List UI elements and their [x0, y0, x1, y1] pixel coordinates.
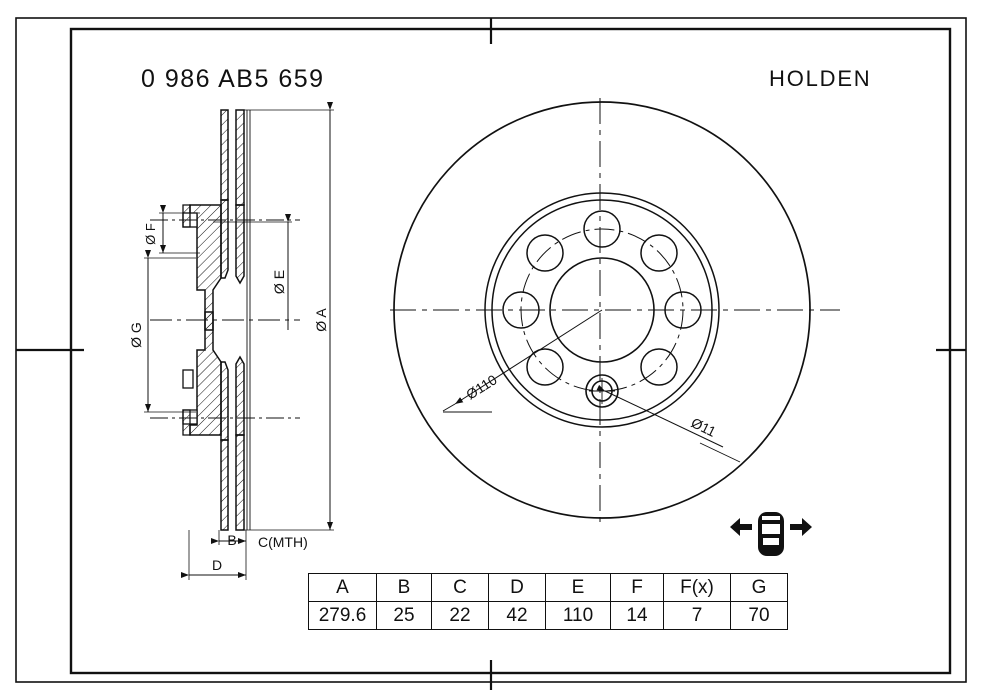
- dim-label-dia-g: Ø G: [128, 322, 144, 348]
- table-header-cell: G: [730, 573, 788, 602]
- leader-label-bolt-circle: Ø110: [463, 371, 500, 402]
- table-value-cell: 42: [488, 601, 546, 630]
- table-value-cell: 110: [545, 601, 611, 630]
- car-top-view-front-axle-icon: [730, 512, 812, 556]
- bolt-hole-dimensioned: [585, 374, 619, 408]
- sheet-frame: [15, 17, 967, 690]
- bolt-hole: [664, 291, 702, 329]
- bolt-hole: [526, 234, 564, 272]
- bolt-holes: [502, 210, 702, 408]
- table-value-cell: 14: [610, 601, 664, 630]
- bolt-hole: [640, 234, 678, 272]
- bolt-hole: [640, 348, 678, 386]
- table-value-cell: 25: [376, 601, 432, 630]
- center-bore-circle: [549, 257, 655, 363]
- table-value-cell: 7: [663, 601, 731, 630]
- table-value-cell: 70: [730, 601, 788, 630]
- bolt-hole: [583, 210, 621, 248]
- disc-outer-circle: [393, 101, 811, 519]
- bolt-hole: [502, 291, 540, 329]
- face-view: Ø110 Ø11: [390, 98, 840, 522]
- table-value-cell: 279.6: [308, 601, 377, 630]
- disc-inner-ring: [484, 192, 720, 428]
- brand-label: HOLDEN: [769, 66, 872, 91]
- hub-flange-circle: [491, 199, 713, 421]
- table-header-cell: C: [431, 573, 489, 602]
- leader-bolt-hole: [596, 384, 724, 448]
- table-header-cell: D: [488, 573, 546, 602]
- table-value-cell: 22: [431, 601, 489, 630]
- dim-label-dia-f: Ø F: [143, 223, 158, 245]
- dim-label-b: B: [227, 532, 236, 548]
- dim-label-dia-a: Ø A: [313, 308, 329, 332]
- table-header-cell: F: [610, 573, 664, 602]
- leader-label-bolt-hole: Ø11: [689, 414, 719, 440]
- dim-label-c-mth: C(MTH): [258, 534, 308, 550]
- leader-bolt-circle: [454, 309, 603, 405]
- table-header-cell: F(x): [663, 573, 731, 602]
- part-number: 0 986 AB5 659: [141, 65, 325, 93]
- table-header-cell: A: [308, 573, 377, 602]
- dim-label-dia-e: Ø E: [271, 270, 287, 294]
- table-header-cell: B: [376, 573, 432, 602]
- cross-section-view: Ø A Ø E Ø F Ø G B C(MTH): [128, 102, 334, 580]
- bolt-hole: [526, 348, 564, 386]
- table-header-cell: E: [545, 573, 611, 602]
- dim-label-d: D: [212, 557, 222, 573]
